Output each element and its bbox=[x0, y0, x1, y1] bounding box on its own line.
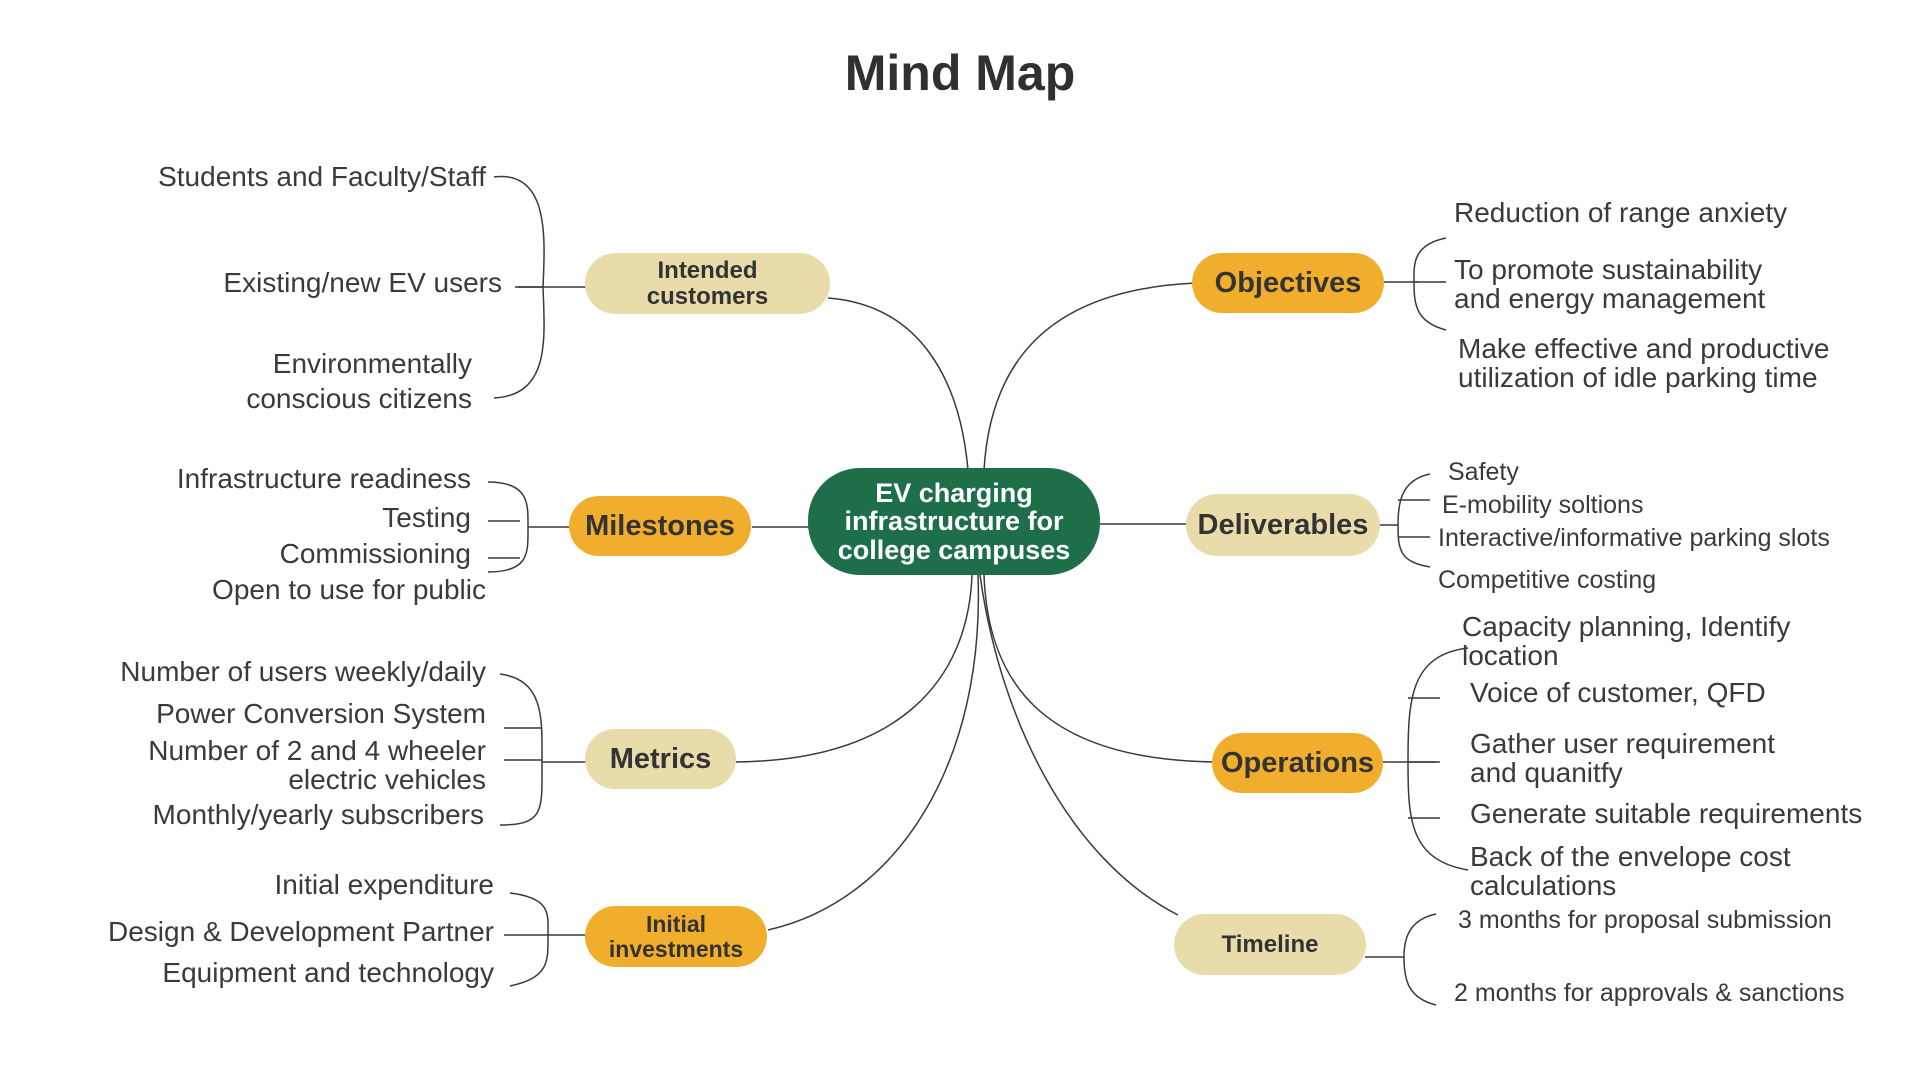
leaf-approvals-sanctions: 2 months for approvals & sanctions bbox=[1454, 979, 1845, 1007]
branch-operations[interactable]: Operations bbox=[1212, 733, 1383, 793]
central-topic-node[interactable]: EV charging infrastructure for college c… bbox=[808, 468, 1100, 575]
branch-metrics-label: Metrics bbox=[609, 742, 712, 775]
branch-timeline[interactable]: Timeline bbox=[1174, 914, 1366, 975]
leaf-open-to-public: Open to use for public bbox=[212, 574, 486, 605]
leaf-gather-requirements: Gather user requirement and quanitfy bbox=[1470, 728, 1776, 789]
connector-operations bbox=[983, 574, 1217, 763]
connector-timeline bbox=[979, 574, 1179, 916]
branch-intended-customers[interactable]: Intended customers bbox=[585, 253, 830, 314]
leaf-design-partner: Design & Development Partner bbox=[108, 916, 494, 947]
page-title: Mind Map bbox=[844, 45, 1076, 101]
leaf-initial-expenditure: Initial expenditure bbox=[274, 869, 494, 900]
leaf-safety: Safety bbox=[1448, 458, 1519, 486]
leaf-capacity-planning: Capacity planning, Identify location bbox=[1462, 611, 1791, 672]
branch-initial-investments-label: Initial investments bbox=[608, 911, 744, 962]
leaf-parking-slots: Interactive/informative parking slots bbox=[1438, 524, 1830, 552]
connector-metrics bbox=[735, 574, 973, 763]
leaf-sustainability: To promote sustainability and energy man… bbox=[1454, 254, 1766, 315]
branch-milestones-label: Milestones bbox=[585, 509, 735, 542]
leaf-competitive-costing: Competitive costing bbox=[1438, 566, 1657, 594]
connector-objectives bbox=[983, 282, 1197, 471]
leaf-voice-of-customer: Voice of customer, QFD bbox=[1470, 677, 1766, 708]
leaf-cost-calculations: Back of the envelope cost calculations bbox=[1470, 841, 1791, 902]
leaf-testing: Testing bbox=[382, 502, 471, 533]
leaf-range-anxiety: Reduction of range anxiety bbox=[1454, 197, 1788, 228]
connector-initial-investments bbox=[767, 574, 980, 931]
branch-metrics[interactable]: Metrics bbox=[585, 729, 736, 789]
branch-milestones[interactable]: Milestones bbox=[569, 496, 751, 556]
connector-intended-customers bbox=[827, 297, 969, 471]
leaf-power-conversion: Power Conversion System bbox=[156, 698, 486, 729]
branch-intended-customers-label: Intended customers bbox=[646, 257, 769, 310]
branch-timeline-label: Timeline bbox=[1221, 930, 1319, 958]
leaf-ev-users: Existing/new EV users bbox=[223, 267, 502, 298]
leaf-number-of-vehicles: Number of 2 and 4 wheeler electric vehic… bbox=[148, 735, 486, 796]
leaf-generate-requirements: Generate suitable requirements bbox=[1470, 798, 1863, 829]
branch-objectives[interactable]: Objectives bbox=[1192, 253, 1384, 313]
leaf-idle-parking: Make effective and productive utilizatio… bbox=[1458, 333, 1830, 394]
branch-objectives-label: Objectives bbox=[1214, 266, 1362, 299]
central-topic-label: EV charging infrastructure for college c… bbox=[837, 477, 1071, 565]
leaf-students-faculty: Students and Faculty/Staff bbox=[158, 161, 486, 192]
branch-deliverables-label: Deliverables bbox=[1197, 508, 1369, 541]
leaf-commissioning: Commissioning bbox=[279, 538, 471, 569]
leaf-environmental-citizens: Environmentally conscious citizens bbox=[246, 348, 472, 414]
leaf-e-mobility: E-mobility soltions bbox=[1442, 491, 1644, 519]
branch-initial-investments[interactable]: Initial investments bbox=[585, 906, 767, 967]
leaf-number-of-users: Number of users weekly/daily bbox=[120, 656, 486, 687]
leaf-proposal-submission: 3 months for proposal submission bbox=[1458, 906, 1832, 934]
branch-deliverables[interactable]: Deliverables bbox=[1186, 494, 1380, 556]
leaf-infrastructure-readiness: Infrastructure readiness bbox=[176, 463, 471, 494]
leaf-equipment-technology: Equipment and technology bbox=[162, 957, 494, 988]
branch-operations-label: Operations bbox=[1220, 746, 1375, 779]
leaf-subscribers: Monthly/yearly subscribers bbox=[152, 799, 484, 830]
